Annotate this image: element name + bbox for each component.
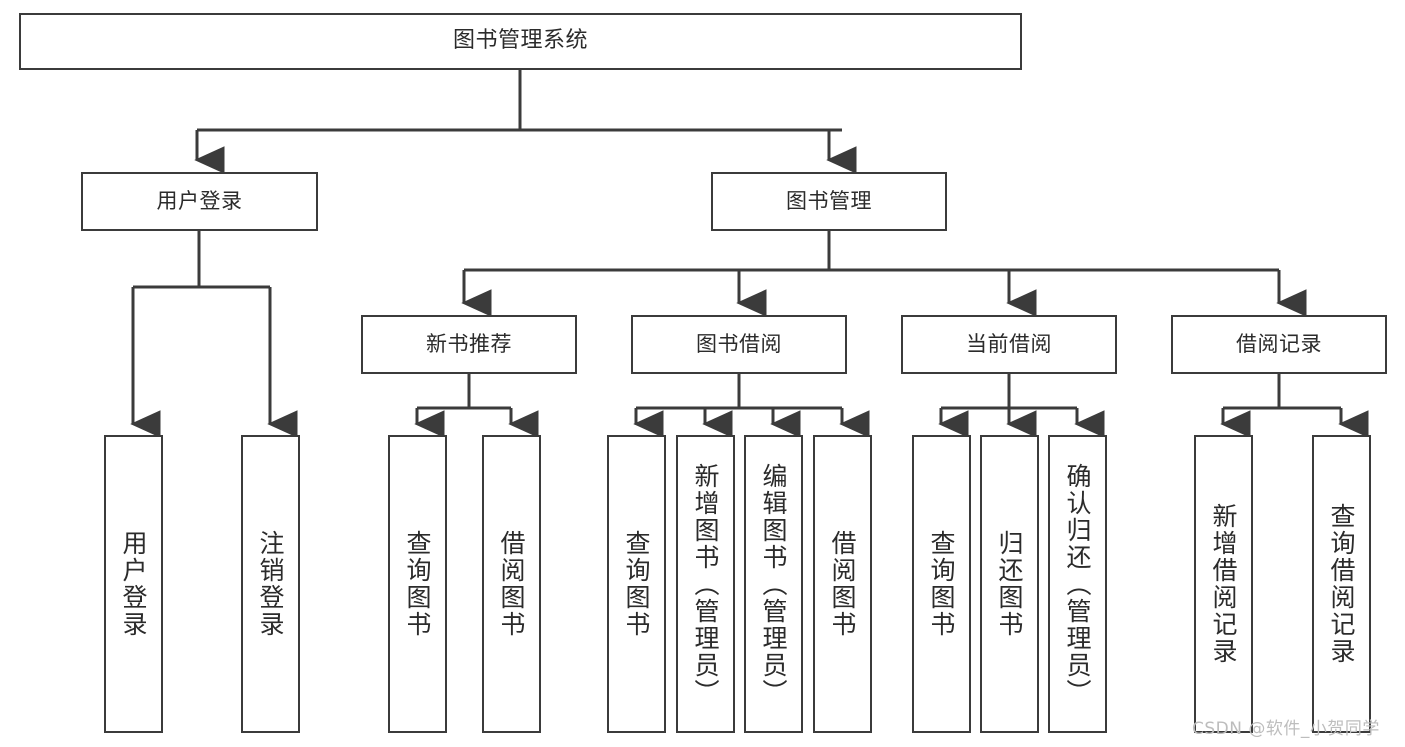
node-label: 查询图书	[403, 530, 432, 638]
node-label: 注销登录	[256, 530, 285, 638]
node-label: 借阅图书	[828, 530, 857, 638]
node-borrow-records[interactable]: 借阅记录	[1171, 315, 1387, 374]
node-user-login[interactable]: 用户登录	[81, 172, 318, 231]
node-label: 新书推荐	[426, 331, 512, 356]
leaf-current-query-book[interactable]: 查询图书	[912, 435, 971, 733]
node-label: 用户登录	[156, 188, 243, 213]
leaf-user-login-signout[interactable]: 注销登录	[241, 435, 300, 733]
leaf-new-book-borrow[interactable]: 借阅图书	[482, 435, 541, 733]
node-label: 确认归还（管理员）	[1063, 462, 1092, 706]
node-label: 借阅图书	[497, 530, 526, 638]
node-label: 新增图书（管理员）	[691, 462, 720, 706]
node-label: 借阅记录	[1236, 331, 1322, 356]
leaf-user-login-signin[interactable]: 用户登录	[104, 435, 163, 733]
leaf-borrow-borrow-book[interactable]: 借阅图书	[813, 435, 872, 733]
leaf-new-book-query[interactable]: 查询图书	[388, 435, 447, 733]
node-label: 新增借阅记录	[1209, 503, 1238, 665]
node-book-borrow[interactable]: 图书借阅	[631, 315, 847, 374]
node-new-book-recommend[interactable]: 新书推荐	[361, 315, 577, 374]
leaf-records-query-record[interactable]: 查询借阅记录	[1312, 435, 1371, 733]
node-label: 归还图书	[995, 530, 1024, 638]
node-current-borrow[interactable]: 当前借阅	[901, 315, 1117, 374]
node-label: 当前借阅	[966, 331, 1052, 356]
node-label: 图书管理系统	[452, 28, 588, 54]
node-label: 查询图书	[622, 530, 651, 638]
leaf-borrow-edit-book-admin[interactable]: 编辑图书（管理员）	[744, 435, 803, 733]
node-book-management[interactable]: 图书管理	[711, 172, 947, 231]
node-label: 用户登录	[119, 530, 148, 638]
leaf-borrow-query-book[interactable]: 查询图书	[607, 435, 666, 733]
leaf-current-return-book[interactable]: 归还图书	[980, 435, 1039, 733]
leaf-borrow-add-book-admin[interactable]: 新增图书（管理员）	[676, 435, 735, 733]
node-label: 图书借阅	[696, 331, 782, 356]
leaf-records-add-record[interactable]: 新增借阅记录	[1194, 435, 1253, 733]
node-label: 图书管理	[786, 188, 872, 213]
node-label: 编辑图书（管理员）	[759, 462, 788, 706]
node-root-system[interactable]: 图书管理系统	[19, 13, 1022, 70]
leaf-current-confirm-return-admin[interactable]: 确认归还（管理员）	[1048, 435, 1107, 733]
watermark-text: CSDN @软件_小贺同学	[1192, 719, 1380, 739]
node-label: 查询借阅记录	[1327, 503, 1356, 665]
node-label: 查询图书	[927, 530, 956, 638]
